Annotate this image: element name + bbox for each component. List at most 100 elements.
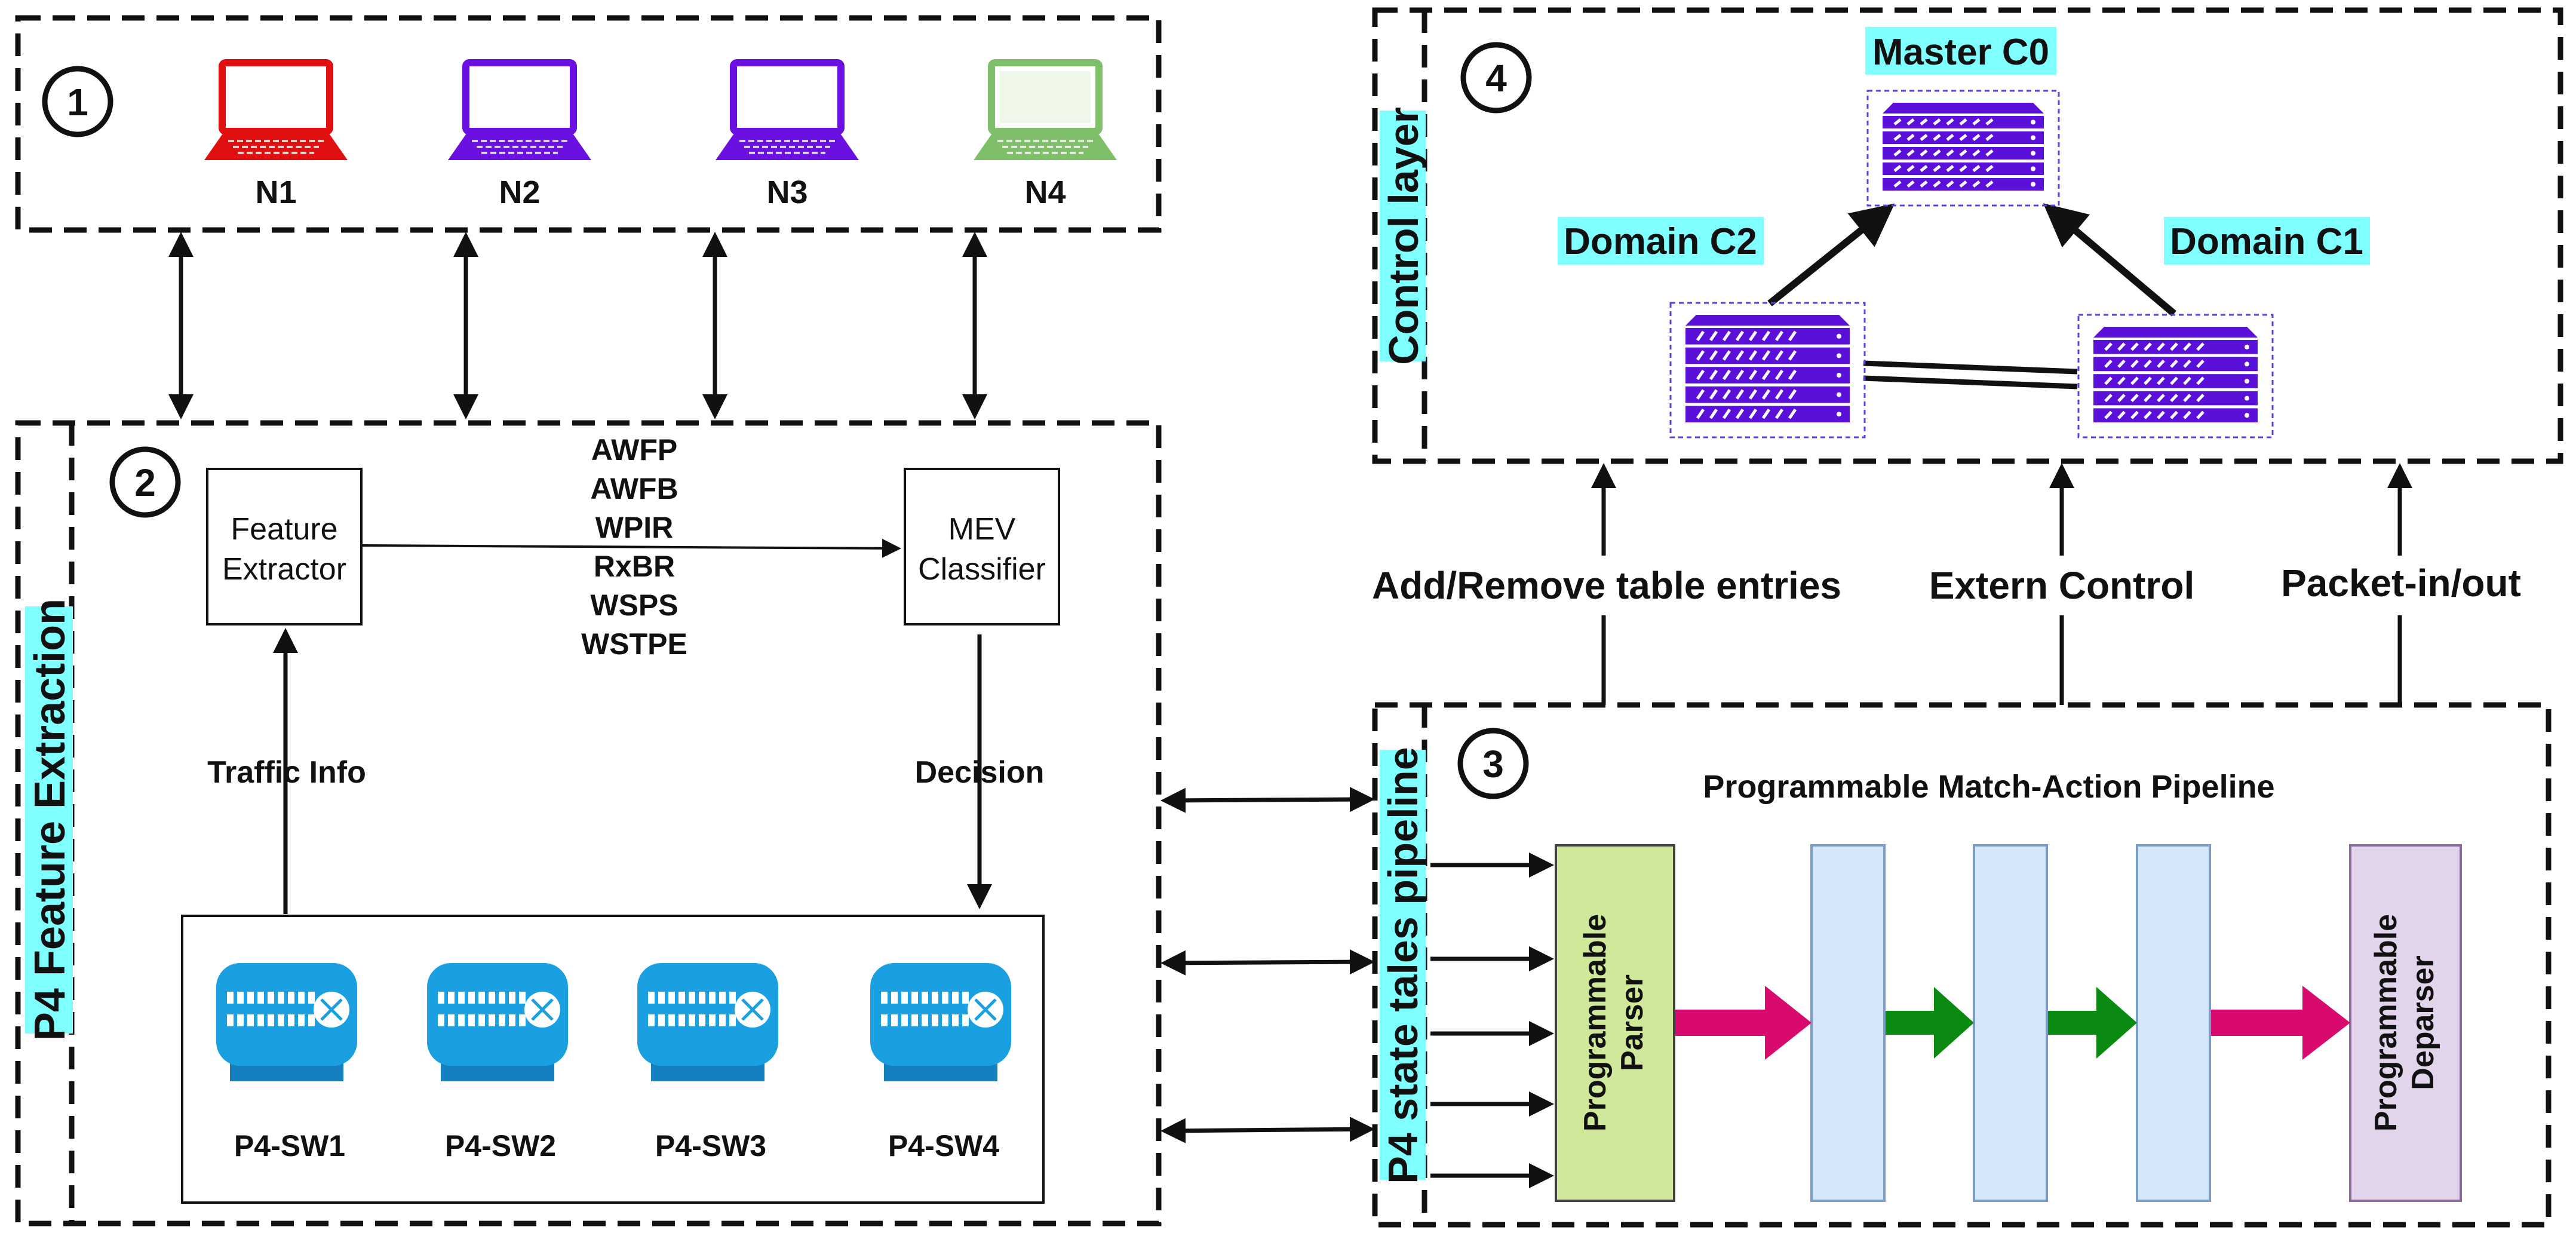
switch-icon xyxy=(637,963,778,1081)
switch-label: P4-SW4 xyxy=(888,1129,999,1163)
domain-c2-label: Domain C2 xyxy=(1564,221,1757,262)
deparser-line-2: Deparser xyxy=(2406,955,2440,1090)
switch-icon xyxy=(870,963,1011,1081)
feature-name: WPIR xyxy=(595,511,674,544)
switch-label: P4-SW3 xyxy=(655,1129,766,1163)
laptop-1: N1 xyxy=(204,59,348,210)
feature-extractor-box xyxy=(206,468,363,625)
c1-to-master-arrow xyxy=(2043,203,2176,317)
section-4-marker xyxy=(1460,42,1532,114)
stage-1-to-2-arrow xyxy=(1886,987,1974,1059)
switch-4: P4-SW4 xyxy=(870,963,1011,1163)
server-icon xyxy=(2093,327,2258,422)
laptop-4: N4 xyxy=(974,59,1117,210)
server-master xyxy=(1866,90,2060,207)
control-side-label-bg xyxy=(1380,111,1426,361)
traffic-info-label: Traffic Info xyxy=(207,755,366,790)
link-pipeline-2 xyxy=(1160,949,1375,976)
switch-3: P4-SW3 xyxy=(637,963,778,1163)
stage-2-to-3-arrow xyxy=(2048,987,2137,1059)
mev-classifier-line-2: Classifier xyxy=(918,552,1046,587)
control-side-label: Control layer xyxy=(1380,107,1427,365)
packet-io-label-bg xyxy=(2276,556,2526,615)
feature-name: RxBR xyxy=(594,550,675,583)
section-3-marker xyxy=(1457,728,1529,799)
feature-name: AWFP xyxy=(591,433,677,467)
pipeline-links xyxy=(1160,787,1375,1143)
feature-extractor-line-1: Feature xyxy=(231,512,337,547)
switch-label: P4-SW1 xyxy=(234,1129,345,1163)
parser-line-1: Programmable xyxy=(1578,914,1613,1131)
switch-group: P4-SW1 P4-SW2 P4-SW3 P4-SW4 xyxy=(216,963,1011,1163)
laptop-icon xyxy=(716,59,859,160)
feature-name: AWFB xyxy=(590,472,678,505)
switch-icon xyxy=(216,963,357,1081)
match-action-stage-1 xyxy=(1810,844,1886,1202)
server-icon xyxy=(1883,103,2044,191)
mev-classifier-line-1: MEV xyxy=(948,512,1016,547)
node-links xyxy=(168,232,987,419)
parser-to-stage-arrow xyxy=(1675,986,1812,1060)
laptop-3: N3 xyxy=(716,59,859,210)
laptop-icon xyxy=(974,59,1117,160)
table-entries-label-bg xyxy=(1356,556,1857,615)
features-arrow xyxy=(361,538,901,558)
feature-section-border xyxy=(15,420,1162,1226)
switch-icon xyxy=(427,963,568,1081)
section-1-number: 1 xyxy=(67,81,88,124)
mev-classifier-box xyxy=(904,468,1060,625)
match-action-stage-2 xyxy=(1973,844,2048,1202)
extern-control-label: Extern Control xyxy=(1929,564,2194,607)
pipeline-side-label-bg xyxy=(1380,750,1426,1180)
laptop-label: N1 xyxy=(255,174,296,210)
c2-c1-link-a xyxy=(1863,360,2078,375)
feature-name: WSPS xyxy=(590,588,678,622)
control-interfaces: Add/Remove table entries Extern Control … xyxy=(1356,463,2526,705)
domain-c1-label: Domain C1 xyxy=(2170,221,2363,262)
server-group xyxy=(1669,90,2274,438)
pipeline-section: P4 state tales pipeline 3 Programmable M… xyxy=(1372,702,2552,1228)
switch-2: P4-SW2 xyxy=(427,963,568,1163)
decision-label: Decision xyxy=(915,755,1045,790)
laptop-icon xyxy=(448,59,591,160)
control-section-border xyxy=(1372,7,2563,464)
parser-line-2: Parser xyxy=(1615,974,1650,1071)
feature-name: WSTPE xyxy=(581,627,687,661)
master-label: Master C0 xyxy=(1872,32,2049,73)
pipeline-section-border xyxy=(1372,702,2552,1228)
server-domain-c2 xyxy=(1669,302,1866,438)
section-1-marker xyxy=(42,66,113,137)
c2-to-master-arrow xyxy=(1767,203,1895,306)
master-label-bg xyxy=(1865,27,2056,75)
server-icon xyxy=(1685,315,1850,422)
match-action-stage-3 xyxy=(2136,844,2211,1202)
domain-c1-label-bg xyxy=(2164,217,2370,265)
laptop-label: N3 xyxy=(766,174,808,210)
server-domain-c1 xyxy=(2077,314,2274,438)
switch-1: P4-SW1 xyxy=(216,963,357,1163)
feature-side-label: P4 Feature Extraction xyxy=(26,599,74,1041)
section-2-number: 2 xyxy=(134,461,156,504)
control-section: Control layer 4 Master C0 Domain C2 Doma… xyxy=(1372,7,2563,464)
nodes-section-border xyxy=(15,15,1162,233)
laptop-label: N2 xyxy=(499,174,540,210)
switch-label: P4-SW2 xyxy=(445,1129,556,1163)
domain-c2-label-bg xyxy=(1558,217,1764,265)
stage-to-deparser-arrow xyxy=(2211,986,2350,1060)
feature-extractor-line-2: Extractor xyxy=(222,552,346,587)
laptop-label: N4 xyxy=(1024,174,1066,210)
deparser-line-1: Programmable xyxy=(2369,914,2403,1131)
link-pipeline-1 xyxy=(1160,787,1375,813)
section-3-number: 3 xyxy=(1482,743,1504,786)
extern-control-label-bg xyxy=(1923,556,2198,615)
laptop-group: N1 N2 N3 N4 xyxy=(204,59,1117,210)
feature-list: AWFP AWFB WPIR RxBR WSPS WSTPE xyxy=(581,433,687,661)
section-2-marker xyxy=(109,446,181,518)
feature-side-label-bg xyxy=(25,606,73,1034)
table-entries-label: Add/Remove table entries xyxy=(1372,564,1841,607)
feature-section: P4 Feature Extraction 2 Feature Extracto… xyxy=(15,420,1162,1226)
laptop-icon xyxy=(204,59,348,160)
nodes-section: 1 N1 N2 N3 N4 xyxy=(15,15,1162,233)
link-pipeline-3 xyxy=(1160,1117,1375,1143)
